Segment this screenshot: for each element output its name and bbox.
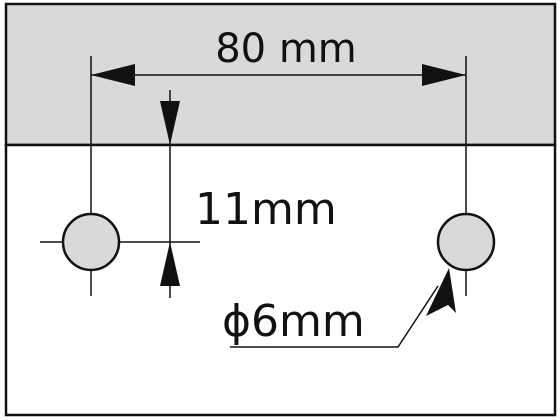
right-hole [436, 212, 496, 272]
spacing-arrow-right [422, 64, 466, 86]
diameter-arrow [426, 268, 456, 316]
spacing-label: 80 mm [215, 26, 357, 72]
diameter-leader-line [230, 285, 439, 348]
diameter-label: ϕ6mm [222, 296, 365, 347]
offset-arrow-bottom [160, 242, 180, 286]
offset-label: 11mm [195, 184, 337, 235]
offset-arrow-top [160, 101, 180, 145]
bottom-panel [4, 143, 557, 417]
left-hole [61, 212, 121, 272]
spacing-arrow-left [91, 64, 135, 86]
